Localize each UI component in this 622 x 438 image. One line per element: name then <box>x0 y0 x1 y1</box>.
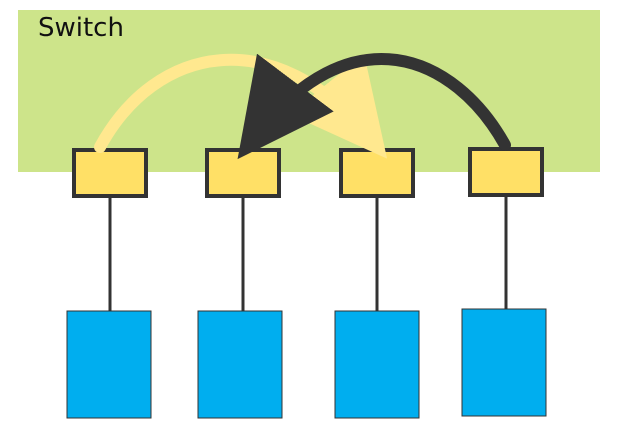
port-1[interactable] <box>72 148 148 198</box>
host-4[interactable] <box>461 308 547 417</box>
host-2[interactable] <box>197 310 283 419</box>
port-3[interactable] <box>339 148 415 198</box>
switch-label: Switch <box>38 13 124 43</box>
port-4[interactable] <box>468 147 544 197</box>
host-3[interactable] <box>334 310 420 419</box>
return-arrow <box>237 52 511 160</box>
host-1[interactable] <box>66 310 152 419</box>
port-2[interactable] <box>205 148 281 198</box>
